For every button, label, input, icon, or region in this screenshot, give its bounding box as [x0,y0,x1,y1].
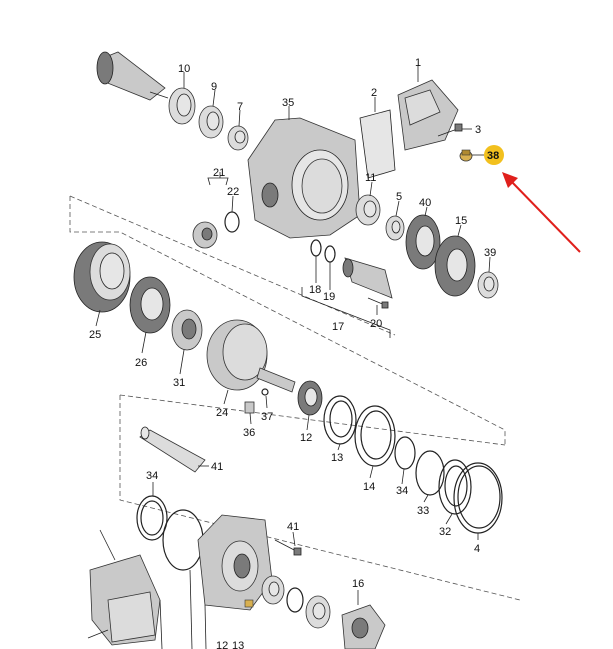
bearing-9 [198,105,224,139]
label-38: 38 [487,150,499,162]
label-12-bottom: 12 [216,640,228,649]
label-21: 21 [213,167,225,179]
ring-31 [438,459,472,515]
label-22: 22 [227,186,239,198]
label-1: 1 [415,57,421,69]
bearing-39 [477,271,499,299]
disc-15 [434,235,476,297]
sleeve-50 [139,426,206,473]
input-shaft [96,51,169,101]
ring-13 [323,395,357,445]
lower-dashed-frame [119,395,521,601]
label-7: 7 [237,101,243,113]
ring-33 [394,436,416,470]
label-23: 24 [216,407,228,419]
bearing-11 [355,194,381,226]
label-11: 11 [365,172,376,184]
oring-19 [324,245,336,263]
lower-dashed-frame-top [119,394,506,446]
highlight-arrow [502,172,581,253]
label-20: 20 [370,318,382,330]
cover-1 [397,79,459,151]
ring-4 [453,462,503,534]
bearing-bottom-b [305,595,331,629]
upper-dashed-frame [69,196,506,445]
gasket-2 [359,109,396,179]
bolt-3 [437,123,463,137]
label-26: 31 [173,377,185,389]
clip-36 [244,401,255,414]
label-12: 12 [300,432,312,444]
label-18: 18 [309,284,321,296]
disc-40 [405,214,441,270]
solenoid-17 [342,257,393,299]
label-32: 33 [417,505,429,517]
plug-small [244,599,254,608]
label-38-badge: 38 [484,145,504,165]
control-unit [87,529,161,646]
leader-lines [95,66,491,649]
oring-22 [224,211,240,233]
label-41: 41 [287,521,299,533]
bearing-10 [168,87,196,125]
ring-32 [415,450,445,496]
ring-gear-24 [73,241,131,313]
oring-bottom [286,587,304,613]
label-13-bottom: 13 [232,640,244,649]
washer-12 [297,380,323,416]
gear-26 [171,309,203,351]
upper-dashed-frame-top [69,195,396,336]
label-15: 15 [455,215,467,227]
housing-35 [247,117,361,239]
label-17: 17 [332,321,344,333]
flange-16 [341,604,386,649]
label-4: 4 [474,543,480,555]
label-3: 3 [475,124,481,136]
label-39: 39 [484,247,496,259]
label-24: 25 [89,329,101,341]
plug-38 [459,149,473,162]
label-16: 16 [352,578,364,590]
label-10: 10 [178,63,190,75]
label-25: 26 [135,357,147,369]
drum-23 [206,319,296,393]
gear-21 [192,221,218,249]
bracket-17 [301,287,391,338]
oring-large [162,509,204,571]
label-50: 41 [211,461,223,473]
label-9: 9 [211,81,217,93]
label-40: 40 [419,197,431,209]
label-36: 36 [243,427,255,439]
disc-25 [129,276,171,334]
part-labels: 10 9 7 35 1 2 3 38 21 22 11 5 40 15 39 1… [89,57,504,649]
label-2: 2 [371,87,377,99]
ring-14 [354,405,396,467]
label-19: 19 [323,291,335,303]
label-5: 5 [396,191,402,203]
bearing-5 [385,215,405,241]
label-14: 14 [363,481,375,493]
gasket-34 [136,495,168,541]
bolt-20 [367,297,389,309]
label-13: 13 [331,452,343,464]
bearing-7 [227,125,249,151]
label-34: 34 [146,470,158,482]
oring-18 [310,239,322,257]
label-31: 32 [439,526,451,538]
label-35: 35 [282,97,294,109]
bolt-41 [274,539,302,556]
bearing-bottom-a [261,575,285,605]
label-37: 37 [261,411,273,423]
label-33: 34 [396,485,408,497]
rear-housing [197,514,273,611]
pin-37 [261,388,269,396]
